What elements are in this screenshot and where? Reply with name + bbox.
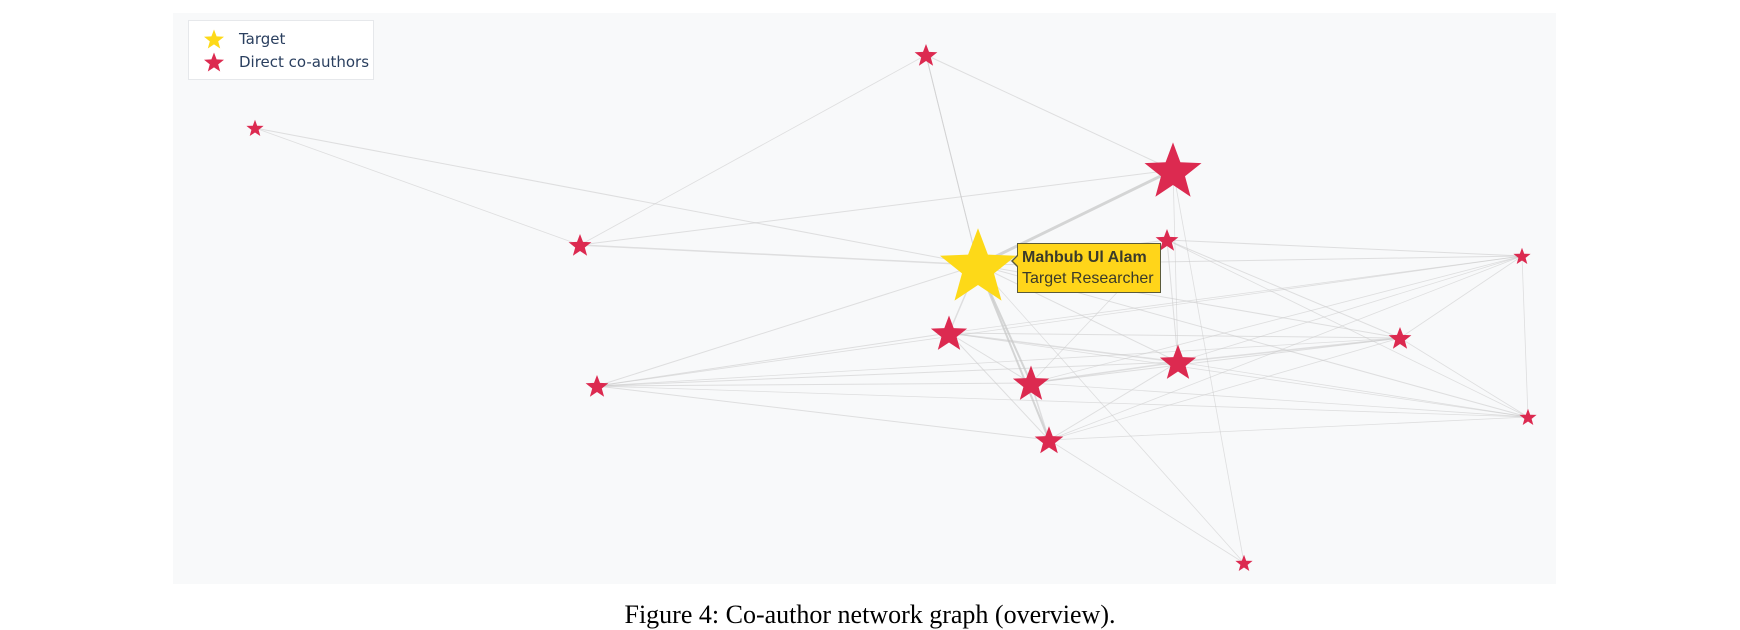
legend-item-target[interactable]: Target	[203, 28, 285, 50]
edge	[1048, 361, 1179, 441]
edge	[948, 332, 1032, 384]
edge	[925, 54, 1174, 171]
edge	[977, 264, 1179, 363]
legend-label-coauthors: Direct co-authors	[239, 53, 370, 71]
edge	[948, 332, 1529, 418]
edge	[948, 255, 1523, 334]
edge	[579, 244, 979, 266]
edge	[1030, 382, 1529, 418]
legend-label-target: Target	[239, 30, 286, 48]
edge	[596, 385, 1050, 441]
edge	[1048, 337, 1401, 441]
figure-caption: Figure 4: Co-author network graph (overv…	[624, 600, 1116, 629]
edge	[925, 54, 979, 266]
edges-layer	[254, 54, 1529, 564]
edge	[1177, 337, 1401, 363]
edge	[596, 264, 979, 387]
edge	[254, 127, 581, 246]
edge	[1030, 361, 1179, 384]
target-node-star-icon[interactable]	[940, 228, 1016, 301]
coauthor-node-star-icon[interactable]	[1159, 344, 1197, 379]
edge	[948, 332, 1050, 441]
edge	[977, 264, 1050, 441]
edge	[254, 127, 979, 266]
coauthor-node-star-icon[interactable]	[930, 315, 968, 350]
edge	[948, 332, 1401, 339]
star-icon	[204, 29, 224, 49]
coauthor-node-star-icon[interactable]	[1519, 408, 1537, 425]
edge	[948, 332, 1179, 363]
tooltip-name: Mahbub Ul Alam	[1022, 249, 1147, 266]
legend: Target Direct co-authors	[188, 20, 374, 80]
edge	[1030, 255, 1523, 384]
edge	[1172, 169, 1245, 564]
coauthor-node-star-icon[interactable]	[585, 375, 609, 397]
edge	[1177, 361, 1529, 418]
edge	[1172, 169, 1179, 363]
tooltip-role: Target Researcher	[1022, 270, 1154, 287]
coauthor-node-star-icon[interactable]	[1235, 554, 1253, 571]
edge	[977, 264, 1245, 564]
star-icon	[204, 52, 224, 72]
edge	[596, 385, 1529, 418]
edge	[1048, 439, 1245, 564]
coauthor-node-star-icon[interactable]	[914, 44, 938, 66]
edge	[1048, 416, 1529, 441]
coauthor-node-star-icon[interactable]	[1513, 247, 1531, 264]
edge	[1177, 255, 1523, 363]
edge	[1048, 255, 1523, 441]
edge	[1399, 337, 1529, 418]
edge	[1521, 255, 1529, 418]
edge	[596, 332, 950, 387]
edge	[977, 168, 1174, 267]
edge	[1166, 239, 1523, 257]
network-plot-area[interactable]	[173, 13, 1556, 584]
edge	[1166, 239, 1401, 339]
edge	[1166, 239, 1529, 418]
coauthor-node-star-icon[interactable]	[1034, 426, 1064, 454]
coauthor-node-star-icon[interactable]	[1388, 327, 1412, 349]
edge	[579, 54, 927, 246]
edge	[1166, 239, 1179, 363]
coauthor-node-star-icon[interactable]	[568, 234, 592, 256]
edge	[579, 169, 1174, 246]
edge	[1399, 255, 1523, 339]
edge	[596, 361, 1179, 387]
nodes-layer	[246, 44, 1537, 571]
edge	[596, 337, 1401, 387]
node-tooltip: Mahbub Ul Alam Target Researcher	[1011, 243, 1161, 293]
edge	[596, 382, 1032, 387]
coauthor-node-star-icon[interactable]	[1155, 229, 1179, 251]
coauthor-node-star-icon[interactable]	[1012, 365, 1050, 400]
coauthor-node-star-icon[interactable]	[1144, 142, 1202, 197]
coauthor-node-star-icon[interactable]	[246, 119, 264, 136]
legend-item-coauthors[interactable]: Direct co-authors	[203, 51, 369, 73]
edge	[596, 255, 1523, 387]
edge	[1030, 337, 1401, 384]
